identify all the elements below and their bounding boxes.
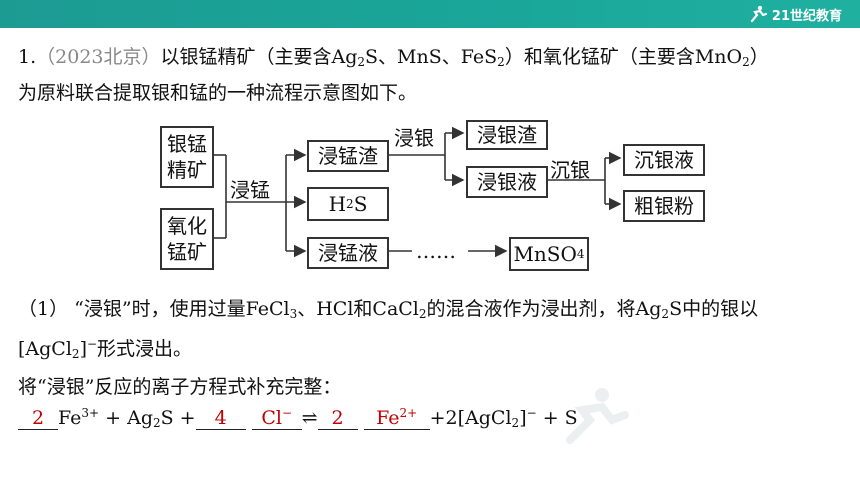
stem-text-4: ） [749,46,769,68]
question-stem-line1: 1.（2023北京）以银锰精矿（主要含Ag2S、MnS、FeS2）和氧化锰矿（主… [18,46,769,69]
box-ag-leach-liquor: 浸银液 [466,166,548,198]
question-stem-line2: 为原料联合提取银和锰的一种流程示意图如下。 [18,82,418,104]
box-ag-leach-residue: 浸银渣 [466,120,548,150]
watermark [560,385,820,455]
stem-text-1: 以银锰精矿（主要含Ag [160,46,358,68]
question-source: （2023北京） [36,46,161,68]
equilibrium-arrow: ⇌ [301,407,318,429]
box-crude-silver-powder: 粗银粉 [623,190,705,222]
brand-name: 21世纪教育 [771,8,842,24]
box-silver-manganese-concentrate: 银锰 精矿 [160,126,214,188]
box-mn-leach-liquor: 浸锰液 [307,237,389,269]
part1-text-a: “浸银”时，使用过量FeCl [74,298,290,320]
answer-blank-5[interactable]: Fe2+ [363,406,430,430]
part1-line2: [AgCl2]−形式浸出。 [18,337,193,361]
part1-text-b: 、HCl和CaCl [297,298,419,320]
part1-line1: （1） “浸银”时，使用过量FeCl3、HCl和CaCl2的混合液作为浸出剂，将… [18,298,759,321]
box-manganese-oxide-ore: 氧化 锰矿 [160,208,214,270]
flow-arrows [212,126,622,258]
answer-blank-2[interactable]: 4 [195,407,246,430]
label-dots: …… [416,239,456,263]
header-bar: 21世纪教育 [0,0,860,28]
answer-blank-3[interactable]: Cl− [251,406,302,430]
part1-text-d: S中的银以 [669,298,759,320]
answer-blank-4[interactable]: 2 [317,407,358,430]
part1-instruction: 将“浸银”反应的离子方程式补充完整： [18,376,342,398]
box-mn-leach-residue: 浸锰渣 [307,140,389,172]
label-precipitate-silver: 沉银 [550,158,590,182]
stem-text-2: S、MnS、FeS [365,46,498,68]
brand-logo: 21世纪教育 [748,4,842,24]
part1-label: （1） [18,298,69,320]
part1-text-g: 形式浸出。 [97,338,193,360]
label-leach-manganese: 浸锰 [230,178,270,202]
answer-blank-1[interactable]: 2 [18,407,58,430]
part1-text-e: [AgCl [18,338,72,360]
watermark-runner-icon [566,388,629,444]
part1-text-f: ] [79,338,87,360]
runner-logo-icon [750,5,768,23]
question-number: 1. [18,46,37,68]
stem-text-3: ）和氧化锰矿（主要含MnO [504,46,743,68]
box-precipitation-liquor: 沉银液 [623,144,705,176]
part1-text-c: 的混合液作为浸出剂，将Ag [426,298,662,320]
label-leach-silver: 浸银 [394,126,434,150]
